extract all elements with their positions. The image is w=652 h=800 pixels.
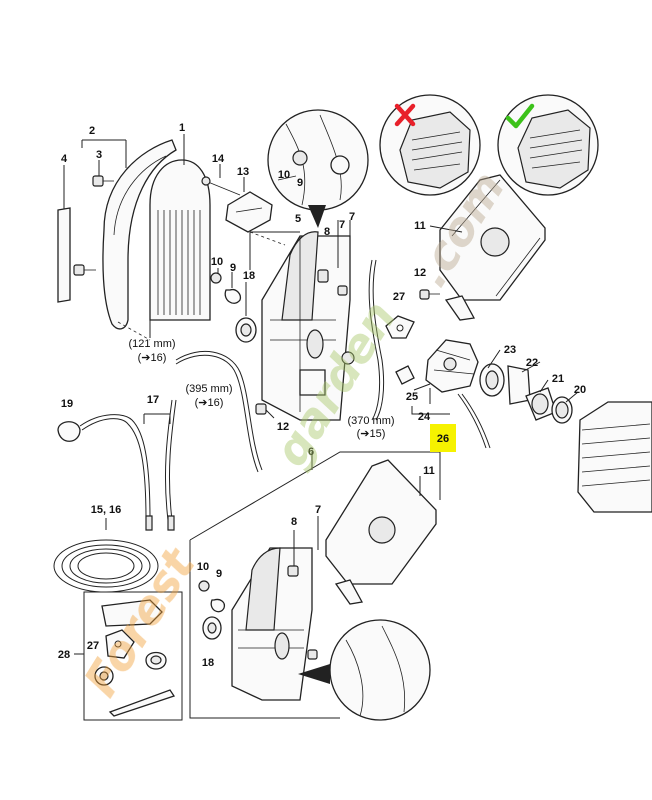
callout-28: 28 bbox=[58, 649, 70, 661]
callout-25: 25 bbox=[406, 391, 418, 403]
callout-10c: 10 bbox=[197, 561, 209, 573]
caption-370-ref: (➔15) bbox=[357, 428, 386, 440]
tank-assembly-lower bbox=[231, 516, 319, 701]
callout-17: 17 bbox=[147, 394, 159, 406]
caption-395-length: (395 mm) bbox=[185, 383, 232, 395]
callout-15-16: 15, 16 bbox=[91, 504, 122, 516]
part-18-upper bbox=[235, 282, 257, 343]
callout-27b: 27 bbox=[87, 640, 99, 652]
caption-121-ref: (➔16) bbox=[138, 352, 167, 364]
callout-7b: 7 bbox=[349, 211, 355, 223]
callout-9c: 9 bbox=[216, 568, 222, 580]
callout-19: 19 bbox=[61, 398, 73, 410]
part-13-14 bbox=[201, 164, 286, 246]
callout-10a: 10 bbox=[278, 169, 290, 181]
callout-1: 1 bbox=[179, 122, 185, 134]
carburetor-group bbox=[395, 339, 579, 449]
fuel-lines bbox=[57, 399, 177, 531]
callout-9a: 9 bbox=[297, 177, 303, 189]
caption-370-length: (370 mm) bbox=[347, 415, 394, 427]
callout-21: 21 bbox=[552, 373, 564, 385]
hose-395 bbox=[175, 350, 263, 471]
part-9-10-lower bbox=[198, 580, 226, 640]
wrong-engine-circle bbox=[379, 94, 481, 196]
detail-circle-top bbox=[267, 109, 369, 228]
callout-7c: 7 bbox=[315, 504, 321, 516]
callout-11a: 11 bbox=[414, 220, 426, 232]
air-filter bbox=[149, 159, 211, 321]
callout-24: 24 bbox=[418, 411, 431, 423]
callout-23: 23 bbox=[504, 344, 516, 356]
tank-assembly-upper bbox=[249, 220, 385, 421]
callout-13: 13 bbox=[237, 166, 249, 178]
screw-left bbox=[73, 264, 96, 276]
lower-kit-frame bbox=[189, 451, 441, 719]
callout-8a: 8 bbox=[324, 226, 330, 238]
gasket-kit bbox=[74, 591, 183, 721]
callout-18a: 18 bbox=[243, 270, 255, 282]
screw-3 bbox=[92, 175, 114, 187]
callout-10b: 10 bbox=[211, 256, 223, 268]
part-12-27 bbox=[385, 289, 440, 339]
callout-20: 20 bbox=[574, 384, 586, 396]
callout-14: 14 bbox=[212, 153, 225, 165]
callout-12b: 12 bbox=[277, 421, 289, 433]
callout-11b: 11 bbox=[423, 465, 435, 477]
part-9-10-upper bbox=[210, 268, 242, 304]
cross-icon bbox=[394, 103, 416, 127]
callout-3: 3 bbox=[96, 149, 102, 161]
callout-2: 2 bbox=[89, 125, 95, 137]
filter-cover bbox=[102, 139, 177, 330]
callout-18b: 18 bbox=[202, 657, 214, 669]
callout-8b: 8 bbox=[291, 516, 297, 528]
callout-6: 6 bbox=[308, 446, 314, 458]
baffle-lower bbox=[325, 459, 437, 605]
filter-plate bbox=[57, 207, 71, 303]
right-engine-circle bbox=[497, 94, 599, 196]
callout-22: 22 bbox=[526, 357, 538, 369]
callout-7a: 7 bbox=[339, 219, 345, 231]
caption-395-ref: (➔16) bbox=[195, 397, 224, 409]
callout-4: 4 bbox=[61, 153, 68, 165]
callout-12a: 12 bbox=[414, 267, 426, 279]
callout-5: 5 bbox=[295, 213, 301, 225]
callout-26: 26 bbox=[437, 433, 449, 445]
baffle-upper bbox=[429, 174, 546, 321]
check-icon bbox=[505, 103, 535, 129]
caption-121-length: (121 mm) bbox=[128, 338, 175, 350]
watermark-forest: Forest bbox=[74, 538, 207, 706]
air-filter-group bbox=[57, 134, 211, 341]
tubing-coil bbox=[53, 518, 159, 593]
callout-9b: 9 bbox=[230, 262, 236, 274]
detail-circle-bottom bbox=[298, 619, 431, 721]
engine-block bbox=[577, 401, 652, 513]
callout-27a: 27 bbox=[393, 291, 405, 303]
highlight-box bbox=[430, 424, 456, 452]
